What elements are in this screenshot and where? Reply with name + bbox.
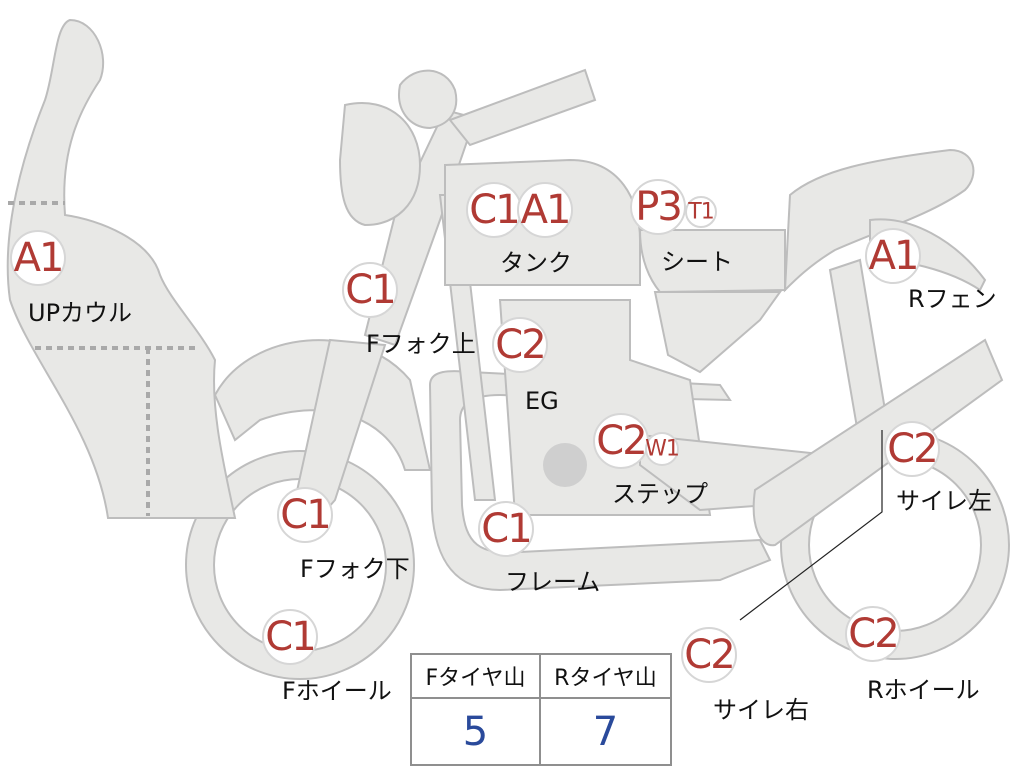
label-muffler-left: サイレ左: [896, 487, 992, 515]
svg-text:C1: C1: [280, 492, 329, 538]
handlebar: [448, 68, 597, 147]
badge-upcowl: A1: [10, 230, 66, 286]
engine-cover: [543, 443, 587, 487]
upper-cowl: [6, 18, 237, 519]
badge-muffler-right: C2: [681, 627, 737, 683]
svg-text:A1: A1: [869, 233, 918, 279]
badge-ffork-lower: C1: [277, 487, 333, 543]
svg-text:P3: P3: [635, 184, 681, 230]
svg-text:C1: C1: [481, 506, 530, 552]
label-fwheel: Fホイール: [282, 677, 392, 705]
svg-text:C1: C1: [345, 267, 394, 313]
label-step: ステップ: [612, 480, 708, 508]
label-ffork-upper: Fフォク上: [366, 330, 476, 358]
tire-tread-table: Fタイヤ山 Rタイヤ山 5 7: [410, 653, 672, 766]
svg-text:T1: T1: [687, 200, 713, 225]
front-tire-value: 5: [412, 699, 541, 764]
svg-text:C1: C1: [265, 614, 314, 660]
badge-rwheel: C2: [845, 606, 901, 662]
badge-engine: C2: [492, 317, 548, 373]
badge-ffork-upper: C1: [342, 262, 398, 318]
mirror: [398, 69, 458, 130]
label-seat: シート: [661, 248, 733, 276]
svg-text:W1: W1: [645, 437, 679, 462]
headlight: [338, 102, 422, 227]
badge-seat-2: T1: [685, 196, 717, 228]
label-frame: フレーム: [505, 568, 600, 596]
badge-seat-1: P3: [630, 179, 686, 235]
badge-step-2: W1: [645, 432, 680, 466]
badge-tank-1: C1: [466, 182, 522, 238]
side-cover: [653, 291, 782, 374]
rear-tire-value: 7: [592, 708, 619, 755]
svg-text:C2: C2: [848, 611, 897, 657]
muffler-pointer-line: [739, 430, 883, 621]
badge-step-1: C2: [593, 413, 649, 469]
svg-text:A1: A1: [14, 235, 63, 281]
svg-text:A1: A1: [521, 187, 570, 233]
svg-text:C2: C2: [887, 426, 936, 472]
badge-fwheel: C1: [262, 609, 318, 665]
seat: [638, 229, 786, 294]
label-muffler-right: サイレ右: [713, 696, 809, 724]
label-tank: タンク: [500, 249, 572, 277]
badge-rfender: A1: [865, 228, 921, 284]
rear-tire-header: Rタイヤ山: [541, 655, 670, 699]
badge-tank-2: A1: [517, 182, 573, 238]
badge-frame: C1: [478, 501, 534, 557]
svg-text:C2: C2: [495, 322, 544, 368]
svg-text:C2: C2: [596, 418, 645, 464]
label-rwheel: Rホイール: [867, 676, 980, 704]
label-engine: EG: [525, 387, 559, 415]
label-rfender: Rフェン: [908, 285, 997, 313]
badge-muffler-left: C2: [884, 421, 940, 477]
front-tire-header: Fタイヤ山: [412, 655, 541, 699]
label-ffork-lower: Fフォク下: [300, 555, 410, 583]
svg-text:C1: C1: [469, 187, 518, 233]
svg-text:C2: C2: [684, 632, 733, 678]
label-upcowl: UPカウル: [28, 299, 132, 327]
